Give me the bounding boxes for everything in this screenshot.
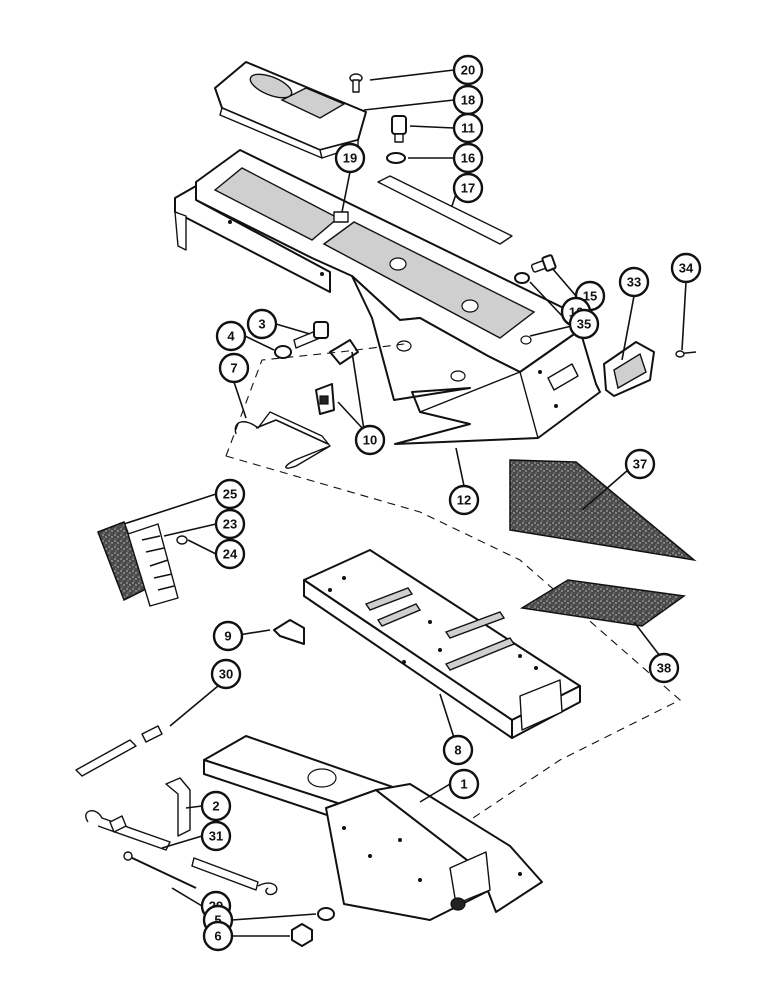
svg-text:34: 34 xyxy=(679,261,694,276)
callout-1: 1 xyxy=(448,768,480,800)
svg-text:8: 8 xyxy=(454,743,461,758)
washer-16b xyxy=(514,272,530,284)
svg-text:4: 4 xyxy=(227,329,235,344)
svg-text:20: 20 xyxy=(461,63,475,78)
nut-6 xyxy=(291,923,313,947)
svg-text:35: 35 xyxy=(577,317,591,332)
pin-34 xyxy=(675,350,697,358)
callout-24: 24 xyxy=(214,538,246,570)
callout-35: 35 xyxy=(568,308,600,340)
bolt-20 xyxy=(349,73,363,93)
callout-18: 18 xyxy=(452,84,484,116)
svg-text:11: 11 xyxy=(461,121,475,136)
assembly-line-lower xyxy=(225,455,681,841)
callout-33: 33 xyxy=(618,266,650,298)
svg-text:18: 18 xyxy=(461,93,475,108)
callout-12: 12 xyxy=(448,484,480,516)
callout-38: 38 xyxy=(648,652,680,684)
svg-text:2: 2 xyxy=(212,799,219,814)
callout-17: 17 xyxy=(452,172,484,204)
callout-31: 31 xyxy=(200,820,232,852)
svg-text:23: 23 xyxy=(223,517,237,532)
svg-text:33: 33 xyxy=(627,275,641,290)
bracket-2 xyxy=(165,777,191,837)
callout-3: 3 xyxy=(246,308,278,340)
assembly-line-upper xyxy=(225,343,405,457)
washer-5 xyxy=(317,907,335,921)
callout-6: 6 xyxy=(202,920,234,952)
spring-plate-23 xyxy=(127,523,179,607)
threaded-rod-29 xyxy=(123,851,197,889)
svg-text:31: 31 xyxy=(209,829,223,844)
callout-4: 4 xyxy=(215,320,247,352)
callout-7: 7 xyxy=(218,352,250,384)
screw-24 xyxy=(176,535,188,545)
svg-text:30: 30 xyxy=(219,667,233,682)
bolt-3 xyxy=(293,321,329,349)
svg-text:6: 6 xyxy=(214,929,221,944)
svg-text:25: 25 xyxy=(223,487,237,502)
retainer-wire-7 xyxy=(234,411,331,469)
cover-tray-18 xyxy=(214,61,367,159)
svg-text:1: 1 xyxy=(460,777,467,792)
console-housing-12 xyxy=(174,149,601,445)
callout-37: 37 xyxy=(624,448,656,480)
callout-19: 19 xyxy=(334,142,366,174)
rod-31b xyxy=(191,857,278,896)
svg-text:37: 37 xyxy=(633,457,647,472)
svg-text:9: 9 xyxy=(224,629,231,644)
callout-30: 30 xyxy=(210,658,242,690)
strip-17 xyxy=(377,175,513,245)
strip-30b xyxy=(141,725,163,743)
svg-text:38: 38 xyxy=(657,661,671,676)
leader-lines xyxy=(123,69,687,937)
callout-9: 9 xyxy=(212,620,244,652)
callout-34: 34 xyxy=(670,252,702,284)
rod-31 xyxy=(85,810,171,851)
frame-8 xyxy=(303,549,581,739)
svg-text:3: 3 xyxy=(258,317,265,332)
washer-4 xyxy=(274,345,292,359)
svg-text:16: 16 xyxy=(461,151,475,166)
callout-2: 2 xyxy=(200,790,232,822)
callout-10: 10 xyxy=(354,424,386,456)
strip-30a xyxy=(75,739,137,777)
callout-20: 20 xyxy=(452,54,484,86)
clip-10b xyxy=(315,383,335,415)
svg-text:15: 15 xyxy=(583,289,597,304)
svg-text:17: 17 xyxy=(461,181,475,196)
svg-text:19: 19 xyxy=(343,151,357,166)
bracket-9 xyxy=(273,619,305,645)
mat-37 xyxy=(509,459,697,562)
washer-16a xyxy=(386,152,406,164)
callout-11: 11 xyxy=(452,112,484,144)
mat-38 xyxy=(519,579,686,627)
svg-text:24: 24 xyxy=(223,547,238,562)
callout-8: 8 xyxy=(442,734,474,766)
callout-25: 25 xyxy=(214,478,246,510)
retainer-wire-7b xyxy=(255,419,329,445)
svg-text:12: 12 xyxy=(457,493,471,508)
svg-text:10: 10 xyxy=(363,433,377,448)
frame-1 xyxy=(203,735,543,921)
callout-23: 23 xyxy=(214,508,246,540)
svg-text:5: 5 xyxy=(214,913,221,928)
callout-16: 16 xyxy=(452,142,484,174)
bolt-11 xyxy=(391,115,407,143)
bolt-15 xyxy=(530,254,557,273)
insert-33 xyxy=(603,341,655,397)
svg-text:7: 7 xyxy=(230,361,237,376)
